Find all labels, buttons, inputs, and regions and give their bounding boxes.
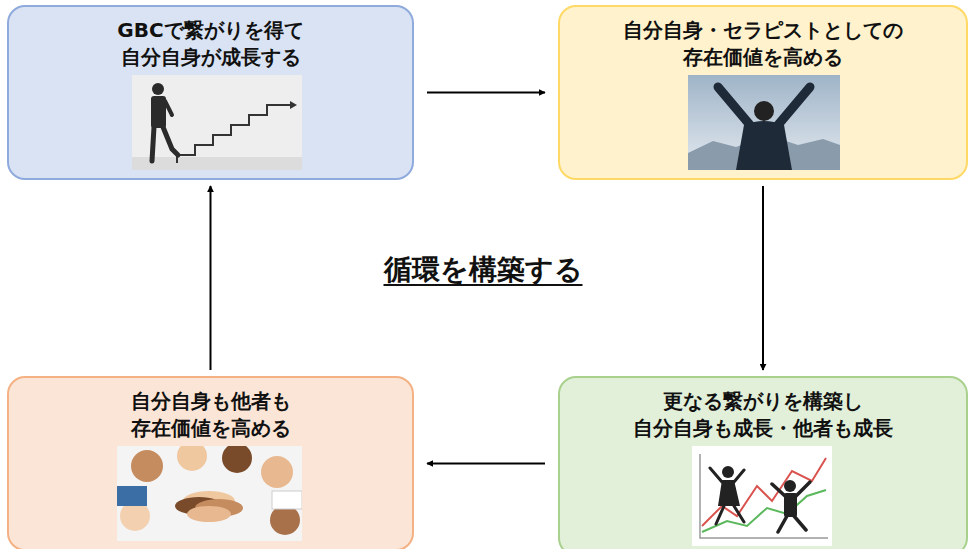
box-text: 自分自身も他者も 存在価値を高める — [111, 388, 311, 442]
growth-stairs-illustration — [132, 75, 302, 170]
box-text: 更なる繋がりを構築し 自分自身も成長・他者も成長 — [603, 388, 923, 442]
box-text-group: GBCで繋がりを得て 自分自身が成長する — [9, 7, 412, 71]
center-label: 循環を構築する — [384, 253, 583, 286]
box-text-group: 自分自身・セラピストとしての 存在価値を高める — [560, 7, 966, 71]
box-text: GBCで繋がりを得て 自分自身が成長する — [86, 17, 336, 71]
box-text-group: 自分自身も他者も 存在価値を高める — [9, 378, 412, 442]
process-box: 更なる繋がりを構築し 自分自身も成長・他者も成長 — [558, 376, 968, 549]
jumping-people-illustration — [692, 446, 832, 546]
process-box: GBCで繋がりを得て 自分自身が成長する — [7, 5, 414, 180]
flow-arrow — [427, 92, 545, 94]
center-label-wrap: 循環を構築する — [384, 251, 583, 289]
box-text: 自分自身・セラピストとしての 存在価値を高める — [603, 17, 923, 71]
flow-arrow — [210, 186, 212, 370]
raised-arms-illustration — [688, 75, 840, 170]
flow-arrow — [427, 463, 545, 465]
box-text-group: 更なる繋がりを構築し 自分自身も成長・他者も成長 — [560, 378, 966, 442]
process-box: 自分自身も他者も 存在価値を高める — [7, 376, 414, 549]
process-box: 自分自身・セラピストとしての 存在価値を高める — [558, 5, 968, 180]
flow-arrow — [762, 186, 764, 370]
team-hands-illustration — [117, 446, 302, 541]
